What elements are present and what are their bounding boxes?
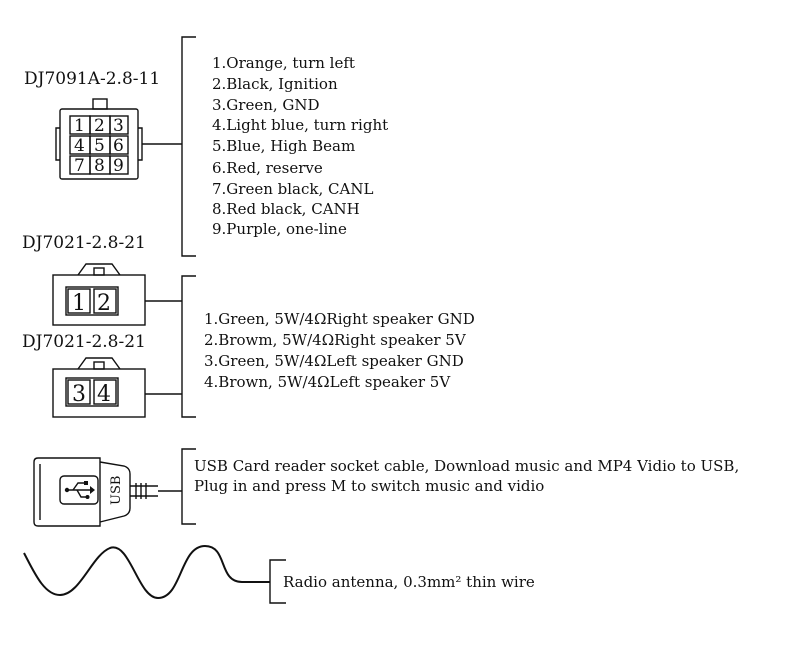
pin-6: 6 — [113, 136, 124, 156]
legend1-item: 7.Green black, CANL — [212, 180, 373, 198]
pin-3: 3 — [72, 382, 86, 407]
legend2-item: 3.Green, 5W/4ΩLeft speaker GND — [204, 352, 464, 370]
usb-icon — [64, 481, 95, 499]
legend1-item: 5.Blue, High Beam — [212, 137, 355, 155]
connector2-legend: 1.Green, 5W/4ΩRight speaker GND 2.Browm,… — [204, 310, 475, 391]
usb-line: USB Card reader socket cable, Download m… — [194, 457, 739, 475]
pin-4: 4 — [74, 136, 85, 156]
connector1-legend: 1.Orange, turn left 2.Black, Ignition 3.… — [212, 54, 388, 238]
usb-description: USB Card reader socket cable, Download m… — [194, 457, 739, 495]
pin-3: 3 — [113, 116, 124, 136]
legend1-item: 8.Red black, CANH — [212, 200, 360, 218]
bracket-4 — [269, 559, 286, 604]
legend1-item: 1.Orange, turn left — [212, 54, 355, 72]
pin-1: 1 — [72, 291, 86, 316]
usb-line: Plug in and press M to switch music and … — [194, 477, 544, 495]
usb-label: USB — [109, 476, 124, 505]
pin-4: 4 — [97, 382, 111, 407]
antenna-wire — [23, 544, 270, 600]
pin-2: 2 — [97, 291, 111, 316]
bracket-1 — [181, 36, 196, 257]
pin-5: 5 — [94, 136, 105, 156]
legend2-item: 1.Green, 5W/4ΩRight speaker GND — [204, 310, 475, 328]
legend1-item: 3.Green, GND — [212, 96, 320, 114]
legend1-item: 4.Light blue, turn right — [212, 116, 388, 134]
connector-2pin-a: DJ7021-2.8-21 1 2 — [22, 233, 182, 326]
bracket-2 — [181, 275, 196, 418]
pin-2: 2 — [94, 116, 105, 136]
connector-2pin-b: DJ7021-2.8-21 3 4 — [22, 332, 182, 418]
pin-7: 7 — [74, 156, 85, 176]
connector2a-title: DJ7021-2.8-21 — [22, 233, 146, 253]
legend1-item: 6.Red, reserve — [212, 159, 323, 177]
connector1-title: DJ7091A-2.8-11 — [24, 69, 160, 89]
bracket-3 — [181, 448, 196, 525]
usb-socket: USB — [33, 457, 182, 527]
pin-1: 1 — [74, 116, 85, 136]
pin-8: 8 — [94, 156, 105, 176]
legend1-item: 9.Purple, one-line — [212, 220, 347, 238]
connector2b-title: DJ7021-2.8-21 — [22, 332, 146, 352]
connector-9pin: DJ7091A-2.8-11 1 2 3 4 5 6 7 8 9 — [24, 69, 182, 180]
legend2-item: 2.Browm, 5W/4ΩRight speaker 5V — [204, 331, 467, 349]
legend2-item: 4.Brown, 5W/4ΩLeft speaker 5V — [204, 373, 451, 391]
pin-9: 9 — [113, 156, 124, 176]
legend1-item: 2.Black, Ignition — [212, 75, 338, 93]
antenna-label: Radio antenna, 0.3mm² thin wire — [283, 573, 535, 591]
